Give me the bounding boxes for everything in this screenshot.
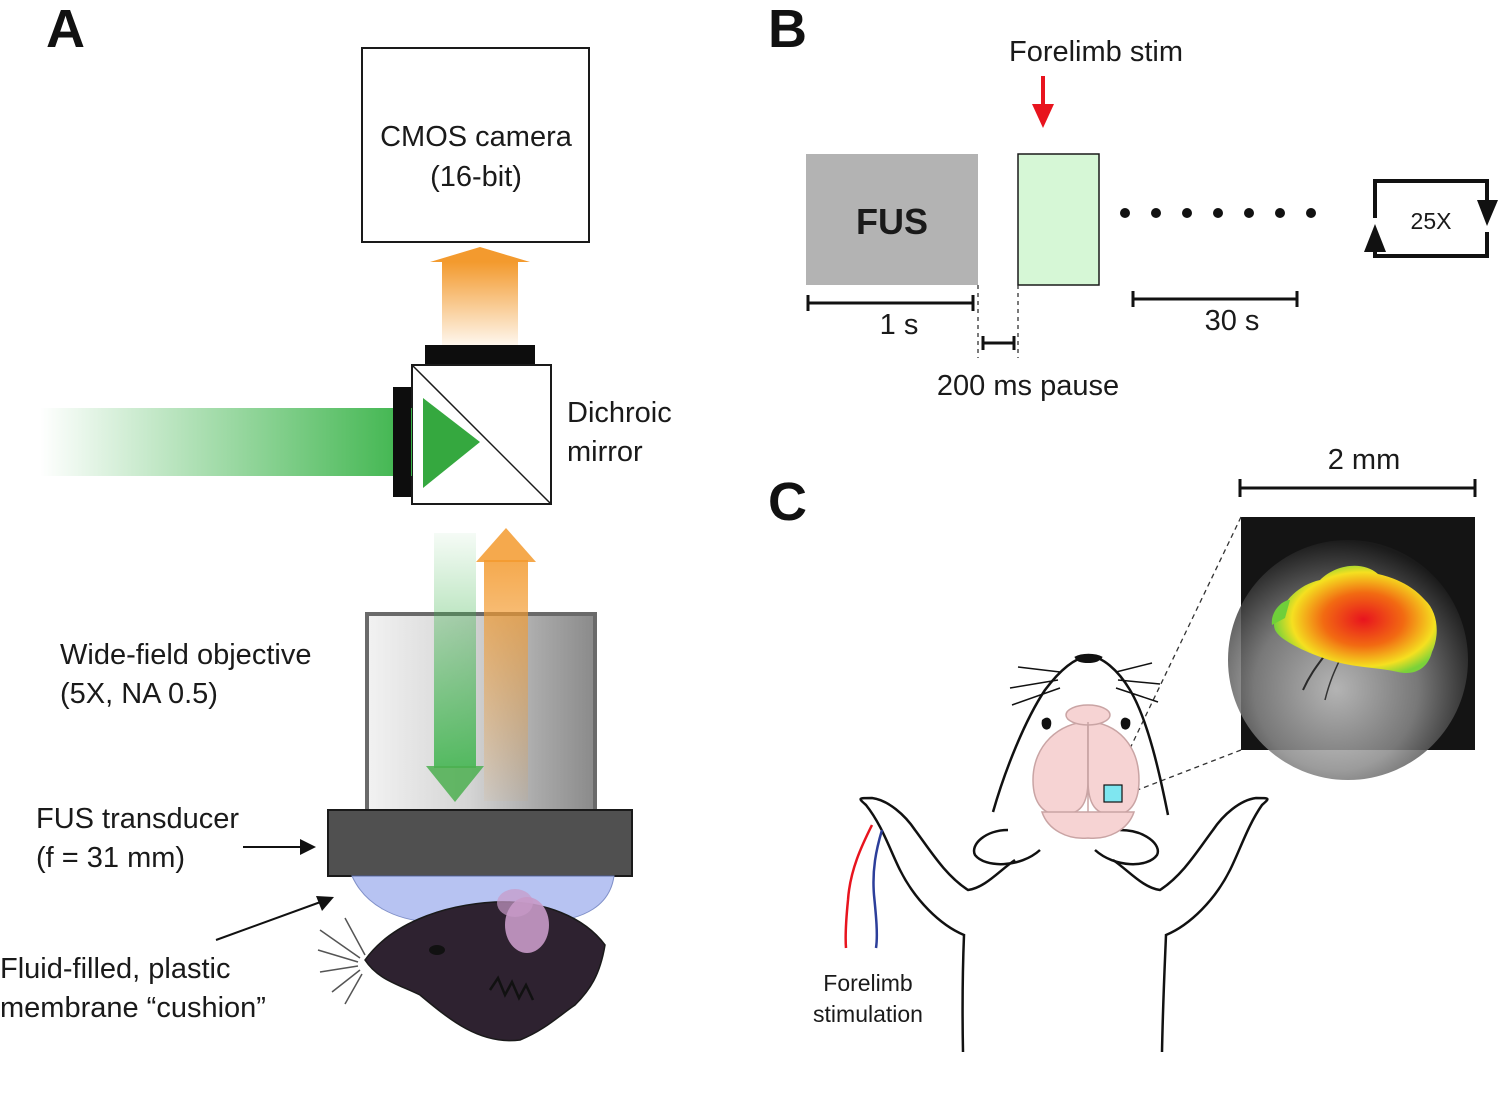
transducer-label-line1: FUS transducer: [36, 803, 239, 835]
interval-scale-bar: [1131, 291, 1299, 307]
zoom-guide-lines: [1111, 516, 1242, 797]
transducer-pointer-arrow: [243, 839, 316, 855]
activation-map-image: [1228, 517, 1475, 780]
mouse-nose: [1076, 655, 1100, 663]
stimulation-label-line2: stimulation: [813, 1001, 923, 1027]
stim-arrow: [1032, 76, 1054, 128]
interval-dots: [1120, 208, 1316, 218]
interval-dot: [1182, 208, 1192, 218]
panel-c-letter: C: [768, 472, 807, 532]
panel-b-letter: B: [768, 0, 807, 59]
fus-duration-label: 1 s: [880, 309, 919, 341]
stimulation-label-line1: Forelimb: [823, 970, 912, 996]
cushion-pointer-arrow: [215, 896, 334, 941]
interval-dot: [1213, 208, 1223, 218]
emission-arrow-up: [476, 528, 536, 801]
camera-label-line1: CMOS camera: [380, 121, 573, 153]
mouse-outline-illustration: [859, 653, 1269, 1053]
scale-bar: [1238, 479, 1477, 497]
pause-label: 200 ms pause: [937, 370, 1119, 402]
stim-block: [1017, 153, 1100, 286]
interval-dot: [1151, 208, 1161, 218]
mouse-whiskers: [1009, 662, 1161, 706]
objective-label-line2: (5X, NA 0.5): [60, 678, 218, 710]
repeat-count-label: 25X: [1411, 208, 1452, 234]
wide-field-objective: [365, 612, 597, 813]
camera-label-line2: (16-bit): [430, 161, 522, 193]
mouse-eyes: [1041, 717, 1131, 730]
repeat-loop-icon: [1364, 179, 1498, 258]
panel-a-letter: A: [46, 0, 85, 59]
fus-block-label: FUS: [856, 201, 928, 242]
excitation-beam: [40, 398, 480, 488]
excitation-filter: [393, 387, 411, 497]
emission-arrow-to-camera: [430, 247, 530, 348]
pause-scale-bar: [981, 336, 1016, 350]
interval-label: 30 s: [1205, 305, 1260, 337]
mouse-brain: [1032, 704, 1140, 839]
scale-bar-label: 2 mm: [1328, 444, 1401, 476]
interval-dot: [1244, 208, 1254, 218]
cushion-label-line2: membrane “cushion”: [0, 992, 266, 1024]
excitation-arrow-down: [426, 533, 484, 802]
interval-dot: [1306, 208, 1316, 218]
fus-duration-scale-bar: [806, 295, 975, 311]
fus-block: [806, 154, 978, 285]
dichroic-label-line2: mirror: [567, 436, 643, 468]
cmos-camera: CMOS camera (16-bit): [361, 47, 590, 243]
interval-dot: [1275, 208, 1285, 218]
transducer-label-line2: (f = 31 mm): [36, 842, 185, 874]
mouse-head-illustration: [317, 889, 606, 1042]
fus-transducer: [327, 809, 633, 877]
imaging-roi: [1103, 784, 1123, 803]
stimulation-wires: [844, 824, 884, 949]
objective-label-line1: Wide-field objective: [60, 639, 311, 671]
cushion-label-line1: Fluid-filled, plastic: [0, 953, 230, 985]
forelimb-stim-label: Forelimb stim: [1009, 36, 1183, 68]
dichroic-label-line1: Dichroic: [567, 397, 672, 429]
interval-dot: [1120, 208, 1130, 218]
emission-filter: [425, 345, 535, 365]
